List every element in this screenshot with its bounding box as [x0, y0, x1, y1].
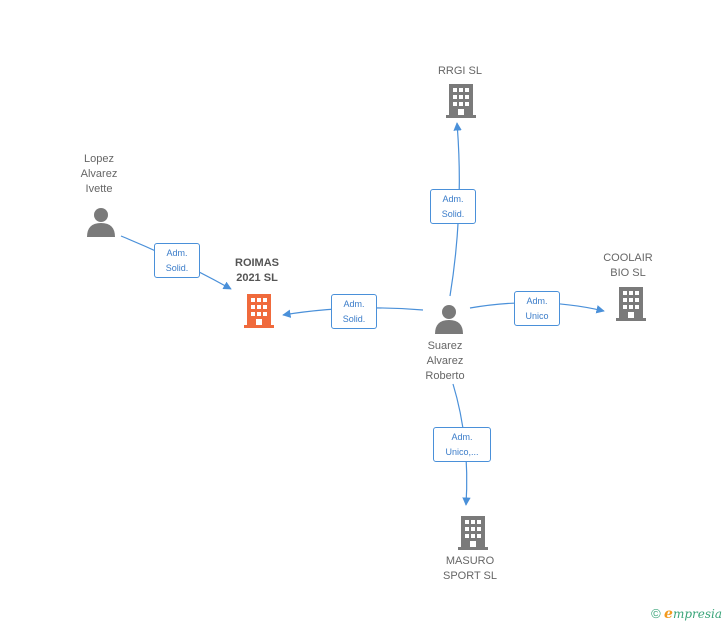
brand-logo-initial: e — [664, 606, 673, 622]
brand-footer: © empresia — [651, 606, 722, 622]
edge-label-lopez-roimas[interactable]: Adm. Solid. — [154, 243, 200, 278]
node-label-rrgi[interactable]: RRGI SL — [437, 65, 482, 77]
brand-logo-text: mpresia — [672, 607, 722, 621]
building-icon[interactable] — [616, 287, 646, 321]
building-icon[interactable] — [446, 84, 476, 118]
node-label-roimas[interactable]: ROIMAS 2021 SL — [235, 257, 279, 284]
node-label-masuro[interactable]: MASURO SPORT SL — [442, 555, 497, 582]
building-icon[interactable] — [458, 516, 488, 550]
edge-label-suarez-coolair[interactable]: Adm. Unico — [514, 291, 560, 326]
node-label-coolair[interactable]: COOLAIR BIO SL — [603, 252, 653, 279]
edge-label-suarez-roimas[interactable]: Adm. Solid. — [331, 294, 377, 329]
node-label-suarez[interactable]: Suarez Alvarez Roberto — [425, 340, 465, 382]
copyright-symbol: © — [651, 606, 661, 621]
building-icon[interactable] — [244, 294, 274, 328]
person-icon[interactable] — [435, 305, 463, 334]
node-label-lopez[interactable]: Lopez Alvarez Ivette — [80, 153, 118, 195]
person-icon[interactable] — [87, 208, 115, 237]
edge-label-suarez-masuro[interactable]: Adm. Unico,... — [433, 427, 491, 462]
edge-label-suarez-rrgi[interactable]: Adm. Solid. — [430, 189, 476, 224]
